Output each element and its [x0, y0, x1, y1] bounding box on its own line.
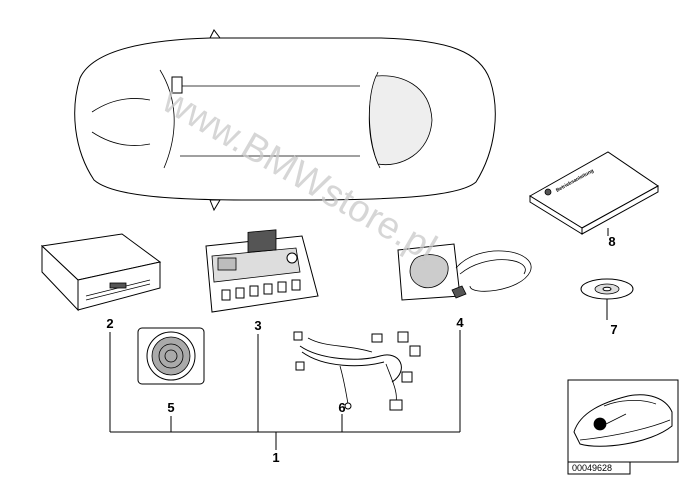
callout-4: 4: [456, 315, 464, 330]
operating-manual: Betriebsanleitung: [529, 151, 659, 235]
navigation-computer: [40, 233, 162, 312]
reference-number: 00049628: [572, 463, 612, 473]
navigation-cd: [580, 278, 634, 300]
car-top-view: [74, 29, 496, 212]
gps-antenna: [397, 243, 532, 301]
callout-7: 7: [610, 322, 617, 337]
callout-labels: 1 2 3 4 5 6 7 8: [106, 234, 617, 465]
callout-3: 3: [254, 318, 261, 333]
panel-buttons: [221, 279, 301, 301]
location-marker: [171, 76, 183, 94]
leader-lines: [109, 228, 609, 450]
callout-8: 8: [608, 234, 615, 249]
monitor-panel: [205, 229, 319, 313]
wiring-harness: [293, 331, 421, 411]
callout-5: 5: [167, 400, 174, 415]
callout-6: 6: [338, 400, 345, 415]
loudspeaker: [137, 327, 205, 385]
vehicle-thumbnail: 00049628: [567, 379, 679, 475]
callout-2: 2: [106, 316, 113, 331]
callout-1: 1: [272, 450, 279, 465]
